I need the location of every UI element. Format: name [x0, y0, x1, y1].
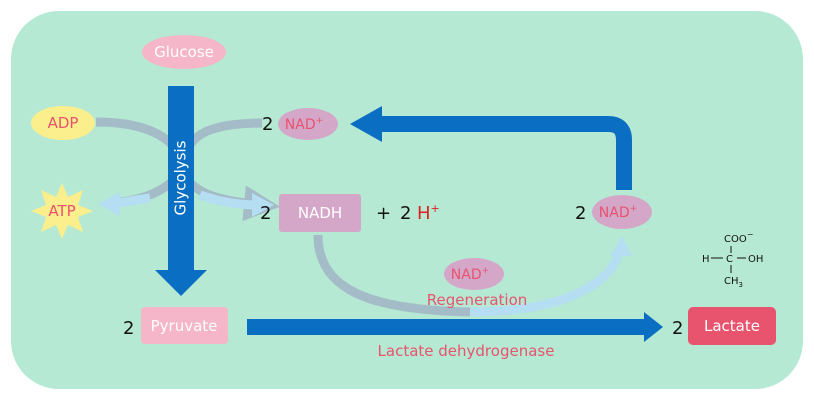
nad-feedback-arrow	[350, 106, 632, 190]
lactate-node	[688, 307, 776, 345]
pyruvate-lactate-arrowhead	[644, 312, 663, 342]
nad-regen-node	[444, 258, 504, 290]
nadh-coefficient: 2	[260, 203, 271, 224]
glycolysis-arrow-shaft	[168, 86, 194, 272]
plus-sign: +	[376, 203, 391, 224]
svg-text:H+: H+	[417, 202, 440, 224]
pyruvate-lactate-shaft	[247, 319, 647, 335]
structure-coo-charge: −	[747, 230, 754, 239]
atp-arrowhead	[98, 192, 120, 216]
structure-coo: COO	[724, 234, 747, 245]
svg-text:NAD+: NAD+	[451, 266, 489, 283]
atp-label: ATP	[48, 202, 75, 220]
adp-label: ADP	[48, 114, 79, 132]
glycolysis-arrow: Glycolysis	[155, 86, 207, 296]
light-blue-flow	[98, 190, 632, 317]
nadh-regeneration-curve	[313, 234, 471, 317]
nadh-label: NADH	[298, 204, 342, 222]
regeneration-arrowhead	[610, 236, 632, 256]
nad-right-label: NAD	[599, 205, 630, 221]
diagram-background	[11, 11, 803, 389]
nad-right-node	[592, 195, 652, 229]
lactate-coefficient: 2	[672, 318, 683, 339]
nad-top-coefficient: 2	[262, 114, 273, 135]
regeneration-label: Regeneration	[427, 291, 528, 309]
structure-c: C	[726, 254, 733, 265]
svg-text:NAD+: NAD+	[599, 204, 637, 221]
nad-top-charge: +	[316, 116, 324, 126]
pyruvate-coefficient: 2	[123, 318, 134, 339]
nad-right-coefficient: 2	[575, 203, 586, 224]
nad-top-label: NAD	[285, 117, 316, 133]
nad-regen-label: NAD	[451, 267, 482, 283]
structure-oh: OH	[748, 254, 763, 265]
nad-feedback-arrowhead	[350, 106, 382, 142]
glycolysis-arrowhead	[155, 270, 207, 296]
regeneration-curve	[469, 247, 625, 317]
structure-ch-sub: 3	[739, 281, 743, 289]
pyruvate-node	[141, 307, 228, 344]
glucose-node	[142, 35, 226, 69]
structure-ch: CH	[724, 276, 739, 287]
svg-text:NAD+: NAD+	[285, 116, 323, 133]
nad-right-charge: +	[630, 204, 638, 214]
lactate-label: Lactate	[704, 317, 760, 335]
glycolysis-label: Glycolysis	[172, 140, 190, 215]
nad-top-node	[278, 108, 338, 140]
lactate-structure: COO− H C OH CH3	[702, 230, 763, 289]
nad-feedback-shaft	[380, 116, 632, 190]
nadh-arrowhead	[252, 193, 274, 217]
svg-text:COO−: COO−	[724, 230, 753, 245]
glucose-label: Glucose	[154, 43, 214, 61]
svg-text:CH3: CH3	[724, 276, 743, 289]
adp-node	[31, 106, 95, 140]
h-plus-charge: +	[431, 202, 440, 215]
h-plus-label: H	[417, 203, 431, 224]
pyruvate-label: Pyruvate	[151, 317, 218, 335]
atp-starburst	[31, 183, 93, 239]
structure-h: H	[702, 254, 710, 265]
nadh-node	[279, 194, 361, 232]
h-plus-coefficient: 2	[400, 203, 411, 224]
lactate-dehydrogenase-label: Lactate dehydrogenase	[378, 342, 555, 360]
pyruvate-to-lactate-arrow	[247, 312, 663, 342]
nad-regen-charge: +	[482, 266, 490, 276]
